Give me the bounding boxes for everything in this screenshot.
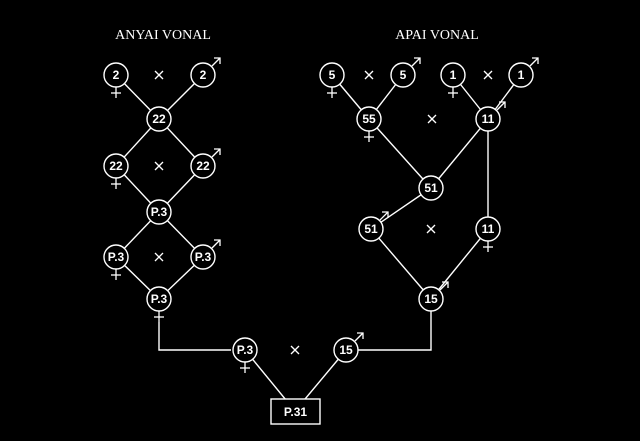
female-symbol-icon xyxy=(110,268,122,281)
male-symbol-icon xyxy=(211,148,221,158)
svg-text:5: 5 xyxy=(329,68,336,82)
node-p-c11: 11 xyxy=(475,101,506,132)
svg-text:P.3: P.3 xyxy=(151,205,168,219)
result-box: P.31 xyxy=(270,398,321,425)
svg-text:11: 11 xyxy=(482,112,495,126)
node-m-f3: P.3 xyxy=(103,244,129,281)
paternal-line-title: APAI VONAL xyxy=(395,28,479,43)
female-symbol-icon xyxy=(326,86,338,99)
svg-text:51: 51 xyxy=(364,222,378,236)
cross-symbols xyxy=(154,70,493,355)
svg-text:2: 2 xyxy=(200,68,207,82)
node-final-male: 15 xyxy=(333,332,364,363)
node-p-f1: 5 xyxy=(319,62,345,99)
svg-text:15: 15 xyxy=(339,343,353,357)
svg-text:1: 1 xyxy=(518,68,525,82)
female-symbol-icon xyxy=(363,130,375,143)
svg-text:51: 51 xyxy=(424,181,438,195)
node-m-c1: 22 xyxy=(146,106,172,132)
male-symbol-icon xyxy=(354,332,364,342)
svg-text:P.3: P.3 xyxy=(151,292,168,306)
svg-text:11: 11 xyxy=(482,222,495,236)
svg-text:22: 22 xyxy=(152,112,166,126)
node-m-f1: 2 xyxy=(103,62,129,99)
svg-text:5: 5 xyxy=(400,68,407,82)
node-m-c2: P.3 xyxy=(146,199,172,225)
svg-text:P.3: P.3 xyxy=(237,343,254,357)
node-p-m11: 11 xyxy=(475,216,501,253)
svg-text:55: 55 xyxy=(362,112,376,126)
svg-text:15: 15 xyxy=(424,292,438,306)
male-symbol-icon xyxy=(211,57,221,67)
male-symbol-icon xyxy=(211,239,221,249)
node-p-c55: 55 xyxy=(356,106,382,143)
node-p-m2: 1 xyxy=(508,57,539,88)
node-m-m2: 22 xyxy=(190,148,221,179)
svg-text:22: 22 xyxy=(109,159,123,173)
male-symbol-icon xyxy=(411,57,421,67)
connection-lines xyxy=(115,74,522,412)
male-symbol-icon xyxy=(529,57,539,67)
cross-icon xyxy=(483,70,493,80)
maternal-line-title: ANYAI VONAL xyxy=(115,28,211,43)
svg-text:P.3: P.3 xyxy=(108,250,125,264)
svg-text:P.31: P.31 xyxy=(284,405,307,419)
node-m-m1: 2 xyxy=(190,57,221,88)
svg-text:1: 1 xyxy=(450,68,457,82)
cross-icon xyxy=(290,345,300,355)
node-p-c15: 15 xyxy=(418,281,449,312)
node-p-f2: 1 xyxy=(440,62,466,99)
cross-icon xyxy=(154,161,164,171)
female-symbol-icon xyxy=(153,310,165,323)
female-symbol-icon xyxy=(482,240,494,253)
node-m-m3: P.3 xyxy=(190,239,221,270)
svg-text:P.3: P.3 xyxy=(195,250,212,264)
svg-text:22: 22 xyxy=(196,159,210,173)
cross-icon xyxy=(364,70,374,80)
cross-icon xyxy=(426,224,436,234)
female-symbol-icon xyxy=(239,361,251,374)
node-p-c51: 51 xyxy=(418,175,444,201)
female-symbol-icon xyxy=(110,86,122,99)
node-m-c3: P.3 xyxy=(146,286,172,323)
cross-icon xyxy=(427,114,437,124)
svg-text:2: 2 xyxy=(113,68,120,82)
cross-icon xyxy=(154,252,164,262)
node-p-m1: 5 xyxy=(390,57,421,88)
female-symbol-icon xyxy=(110,177,122,190)
node-p-f51: 51 xyxy=(358,211,389,242)
female-symbol-icon xyxy=(447,86,459,99)
cross-icon xyxy=(154,70,164,80)
node-m-f2: 22 xyxy=(103,153,129,190)
node-final-female: P.3 xyxy=(232,337,258,374)
